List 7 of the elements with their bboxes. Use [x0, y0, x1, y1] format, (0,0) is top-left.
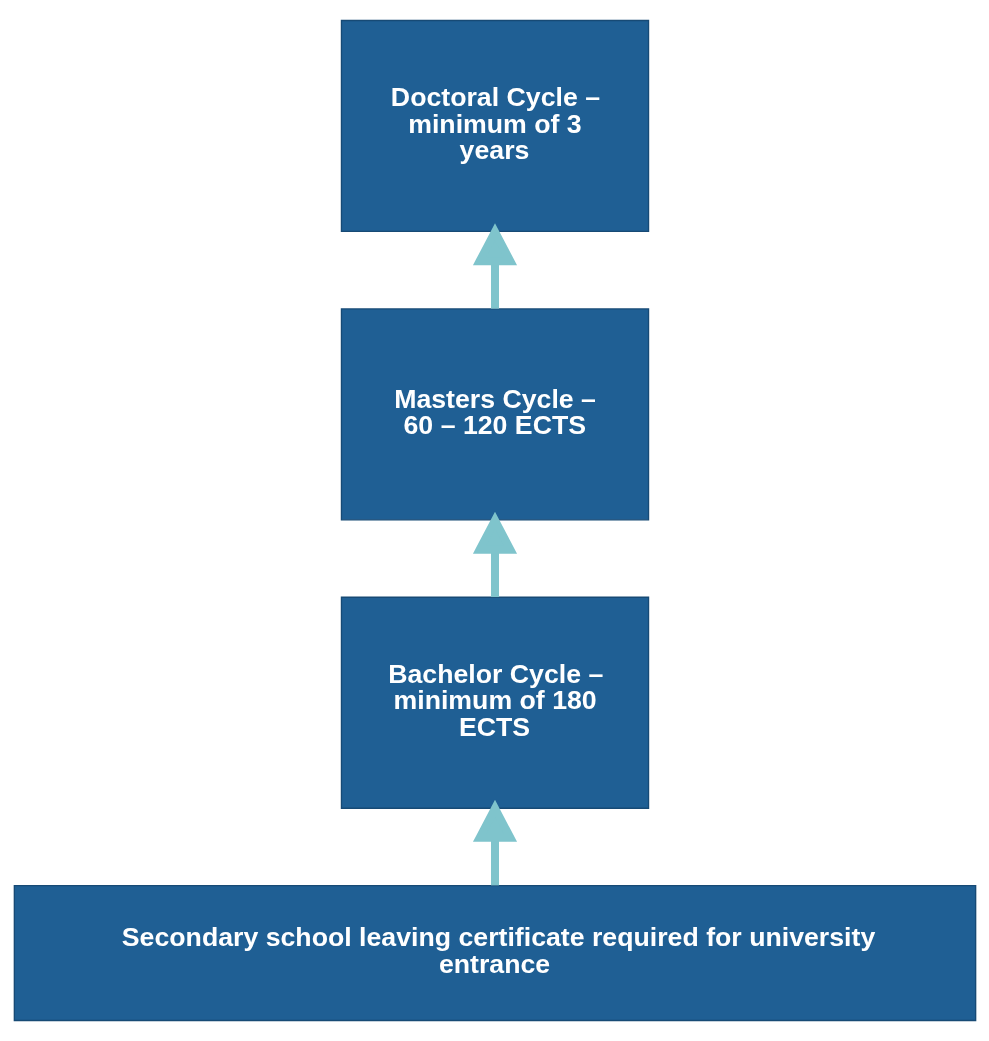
node-box: Secondary school leaving certificate required for university entrance: [13, 885, 976, 1022]
node-box: Doctoral Cycle – minimum of 3 years: [340, 19, 649, 233]
arrow: [472, 799, 517, 886]
node-box: Bachelor Cycle – minimum of 180 ECTS: [340, 596, 649, 809]
arrow: [472, 511, 517, 598]
node-box: Masters Cycle – 60 – 120 ECTS: [340, 308, 649, 521]
arrow: [472, 223, 517, 309]
